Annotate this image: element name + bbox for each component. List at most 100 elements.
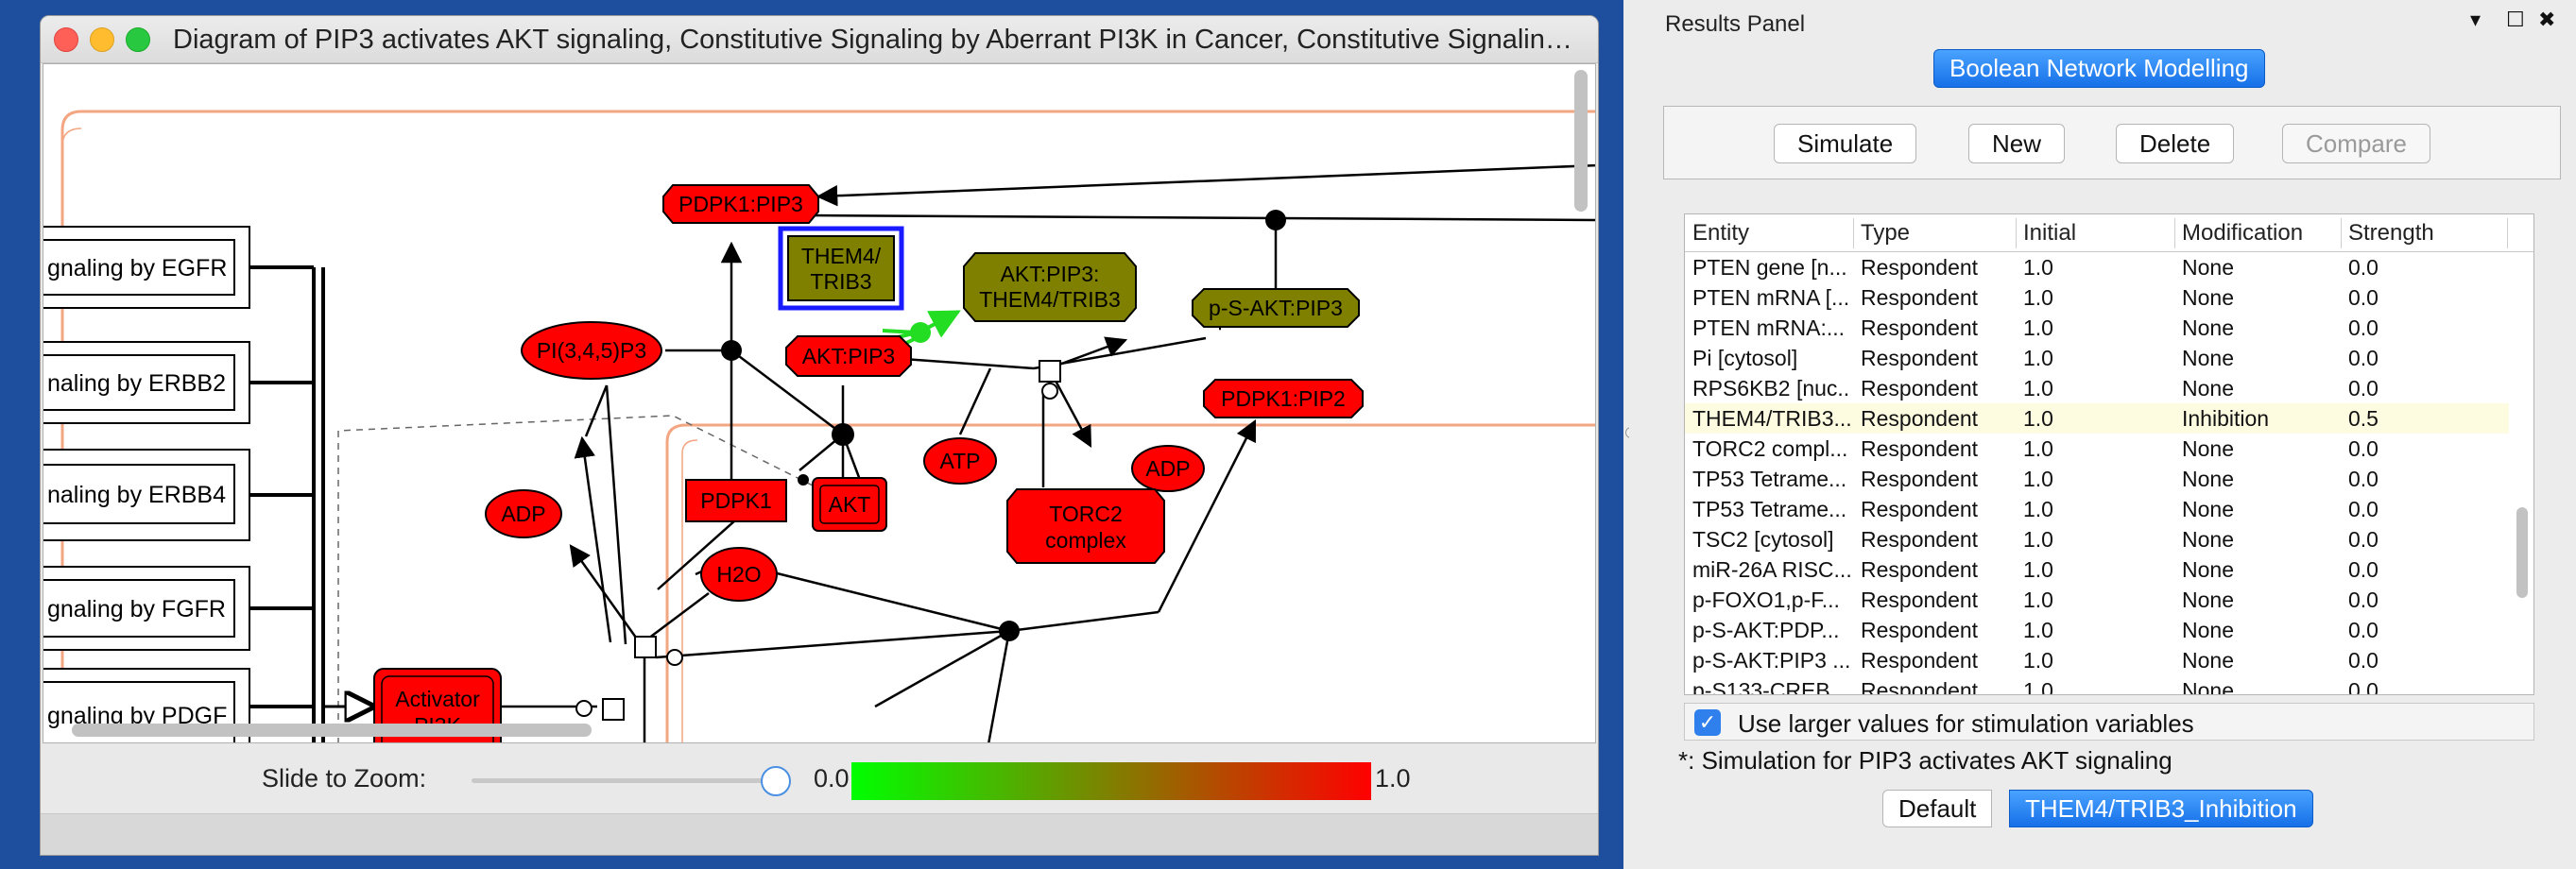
simulation-table[interactable]: Entity Type Initial Modification Strengt…: [1684, 213, 2534, 695]
column-header-strength[interactable]: Strength: [2348, 220, 2434, 246]
table-vertical-scrollbar[interactable]: [2516, 507, 2528, 598]
node-pip3[interactable]: PI(3,4,5)P3: [521, 321, 662, 380]
node-akt-pip3-them4-trib3[interactable]: AKT:PIP3: THEM4/TRIB3: [963, 252, 1137, 322]
cell-modification[interactable]: None: [2182, 678, 2234, 695]
minimize-window-button[interactable]: [90, 27, 114, 52]
close-window-button[interactable]: [54, 27, 78, 52]
dashed-boundary: [337, 415, 821, 742]
tab-them4-trib3-inhibition[interactable]: THEM4/TRIB3_Inhibition: [2009, 790, 2313, 827]
node-adp-right[interactable]: ADP: [1131, 445, 1205, 492]
node-atp[interactable]: ATP: [923, 437, 997, 485]
cell-modification[interactable]: None: [2182, 376, 2234, 400]
float-panel-icon[interactable]: ☐: [2506, 8, 2525, 31]
larger-values-checkbox[interactable]: ✓: [1694, 709, 1721, 736]
cell-entity: TORC2 compl...: [1692, 436, 1848, 461]
column-header-modification[interactable]: Modification: [2182, 220, 2304, 246]
cell-modification[interactable]: None: [2182, 648, 2234, 673]
cell-entity: THEM4/TRIB3...: [1692, 406, 1851, 431]
table-row[interactable]: p-S-AKT:PIP3 ... Respondent 1.0 None 0.0: [1685, 645, 2509, 675]
window-title: Diagram of PIP3 activates AKT signaling,…: [173, 25, 1581, 55]
column-header-entity[interactable]: Entity: [1692, 220, 1750, 246]
node-p-s-akt-pip3[interactable]: p-S-AKT:PIP3: [1192, 288, 1360, 328]
cell-modification[interactable]: None: [2182, 436, 2234, 461]
cell-initial: 1.0: [2023, 648, 2053, 673]
cell-modification[interactable]: None: [2182, 557, 2234, 582]
color-legend-gradient: [851, 762, 1371, 800]
action-button-bar: Simulate New Delete Compare: [1663, 106, 2561, 179]
cell-modification[interactable]: None: [2182, 285, 2234, 310]
zoom-slider-knob[interactable]: [761, 766, 791, 796]
close-panel-icon[interactable]: ✖: [2538, 8, 2556, 31]
node-h2o[interactable]: H2O: [700, 547, 778, 602]
node-akt[interactable]: AKT: [812, 477, 887, 532]
node-them4-trib3-selected[interactable]: THEM4/ TRIB3: [778, 226, 904, 311]
tab-boolean-network-modelling[interactable]: Boolean Network Modelling: [1933, 49, 2265, 88]
cell-type: Respondent: [1861, 346, 1979, 370]
simulate-button[interactable]: Simulate: [1774, 124, 1917, 163]
pathway-box[interactable]: gnaling by EGFR: [43, 226, 250, 309]
node-adp-left[interactable]: ADP: [485, 489, 562, 538]
pathway-box[interactable]: naling by ERBB4: [43, 449, 250, 541]
diagram-horizontal-scrollbar[interactable]: [72, 724, 592, 737]
cell-modification[interactable]: None: [2182, 588, 2234, 612]
cell-modification[interactable]: None: [2182, 497, 2234, 521]
cell-modification[interactable]: Inhibition: [2182, 406, 2270, 431]
diagram-vertical-scrollbar[interactable]: [1574, 70, 1588, 212]
node-akt-pip3[interactable]: AKT:PIP3: [785, 335, 912, 377]
column-header-type[interactable]: Type: [1861, 220, 1911, 246]
cell-entity: p-S-AKT:PIP3 ...: [1692, 648, 1851, 673]
cell-type: Respondent: [1861, 406, 1979, 431]
node-pdpk1[interactable]: PDPK1: [685, 479, 787, 522]
column-header-initial[interactable]: Initial: [2023, 220, 2077, 246]
pathway-diagram: gnaling by EGFR naling by ERBB2 naling b…: [43, 110, 1595, 742]
cell-type: Respondent: [1861, 678, 1979, 695]
pathway-box[interactable]: gnaling by FGFR: [43, 566, 250, 651]
cell-modification[interactable]: None: [2182, 467, 2234, 491]
cell-strength: 0.0: [2348, 376, 2379, 400]
cell-strength: 0.0: [2348, 315, 2379, 340]
pathway-box[interactable]: naling by ERBB2: [43, 341, 250, 424]
node-pdpk1-pip3[interactable]: PDPK1:PIP3: [662, 184, 819, 224]
node-torc2-complex[interactable]: TORC2 complex: [1006, 488, 1165, 564]
window-titlebar[interactable]: Diagram of PIP3 activates AKT signaling,…: [41, 16, 1598, 63]
cell-modification[interactable]: None: [2182, 618, 2234, 642]
collapse-icon[interactable]: ▾: [2470, 8, 2482, 31]
cell-modification[interactable]: None: [2182, 346, 2234, 370]
cell-type: Respondent: [1861, 497, 1979, 521]
cell-strength: 0.0: [2348, 648, 2379, 673]
larger-values-option: ✓ Use larger values for stimulation vari…: [1684, 703, 2534, 741]
compartment-outer: [60, 110, 1595, 742]
cell-initial: 1.0: [2023, 346, 2053, 370]
svg-text:TRIB3: TRIB3: [810, 269, 871, 294]
cell-modification[interactable]: None: [2182, 255, 2234, 280]
cell-strength: 0.0: [2348, 346, 2379, 370]
lower-reaction-edges: [395, 384, 1257, 742]
maximize-window-button[interactable]: [126, 27, 150, 52]
pathway-diagram-canvas[interactable]: gnaling by EGFR naling by ERBB2 naling b…: [43, 63, 1596, 743]
node-pdpk1-pip2[interactable]: PDPK1:PIP2: [1203, 379, 1364, 418]
tab-default[interactable]: Default: [1882, 790, 1993, 827]
table-header: Entity Type Initial Modification Strengt…: [1685, 214, 2533, 252]
larger-values-label[interactable]: Use larger values for stimulation variab…: [1738, 709, 2194, 738]
cell-type: Respondent: [1861, 648, 1979, 673]
cell-strength: 0.0: [2348, 467, 2379, 491]
cell-modification[interactable]: None: [2182, 315, 2234, 340]
zoom-slider-track[interactable]: [472, 778, 783, 783]
new-button[interactable]: New: [1968, 124, 2066, 163]
delete-button[interactable]: Delete: [2116, 124, 2235, 163]
cell-modification[interactable]: None: [2182, 527, 2234, 552]
